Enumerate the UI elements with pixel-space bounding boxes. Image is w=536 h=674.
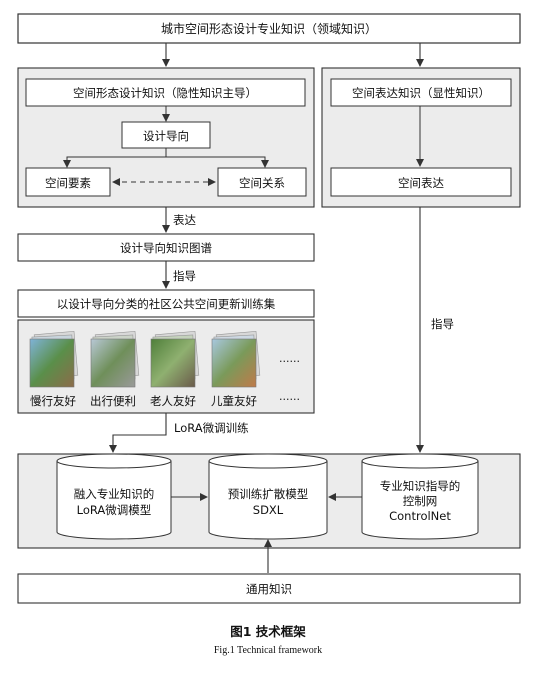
category-elderly-friendly: 老人友好 [150, 394, 196, 408]
spatial-form-knowledge-label: 空间形态设计知识（隐性知识主导） [73, 86, 257, 100]
lora-model-line2: LoRA微调模型 [77, 503, 152, 517]
figure-caption-en: Fig.1 Technical framework [214, 645, 322, 656]
knowledge-graph-label: 设计导向知识图谱 [120, 241, 212, 255]
controlnet-line3: ControlNet [389, 509, 451, 523]
right-knowledge-panel: 空间表达知识（显性知识） 空间表达 [321, 67, 521, 208]
category-child-friendly: 儿童友好 [211, 394, 257, 408]
lora-model-line1: 融入专业知识的 [74, 487, 155, 501]
branch-connector [63, 148, 167, 168]
arrow-lora-training [109, 413, 167, 453]
controlnet-line2: 控制网 [403, 494, 438, 508]
lora-model-cylinder: 融入专业知识的 LoRA微调模型 [56, 453, 172, 540]
sdxl-model-line1: 预训练扩散模型 [228, 487, 309, 501]
ellipsis-bottom: …… [279, 391, 300, 403]
category-convenient-travel: 出行便利 [90, 394, 136, 408]
ellipsis-top: …… [279, 353, 300, 365]
domain-knowledge-label: 城市空间形态设计专业知识（领域知识） [161, 21, 377, 36]
training-set-label: 以设计导向分类的社区公共空间更新训练集 [57, 297, 276, 311]
spatial-relation-label: 空间关系 [239, 176, 285, 190]
spatial-expression-knowledge-label: 空间表达知识（显性知识） [352, 86, 490, 100]
guide-label-1: 指导 [173, 269, 196, 283]
general-knowledge-label: 通用知识 [246, 582, 292, 596]
image-samples-panel: …… …… 慢行友好 出行便利 老人友好 儿童友好 [17, 319, 315, 414]
image-stack-convenient-travel [90, 331, 140, 388]
left-knowledge-panel: 空间形态设计知识（隐性知识主导） 设计导向 空间要素 空间关系 [17, 67, 315, 208]
spatial-expression-label: 空间表达 [398, 176, 444, 190]
image-stack-slow-travel [29, 331, 79, 388]
sdxl-model-line2: SDXL [253, 503, 284, 517]
domain-knowledge-box: 城市空间形态设计专业知识（领域知识） [17, 13, 521, 44]
image-stack-child-friendly [211, 331, 261, 388]
express-label: 表达 [173, 213, 196, 227]
figure-caption-cn: 图1 技术框架 [230, 624, 306, 639]
spatial-element-label: 空间要素 [45, 176, 91, 190]
design-guidance-label: 设计导向 [143, 129, 189, 143]
controlnet-model-cylinder: 专业知识指导的 控制网 ControlNet [361, 453, 479, 540]
sdxl-model-cylinder: 预训练扩散模型 SDXL [208, 453, 328, 540]
image-stack-elderly-friendly [150, 331, 200, 388]
controlnet-line1: 专业知识指导的 [380, 479, 461, 493]
guide-label-2: 指导 [431, 317, 454, 331]
category-slow-travel: 慢行友好 [30, 394, 76, 408]
model-panel: 融入专业知识的 LoRA微调模型 预训练扩散模型 SDXL 专业知识指导的 控制… [17, 453, 521, 549]
lora-training-label: LoRA微调训练 [174, 421, 249, 435]
